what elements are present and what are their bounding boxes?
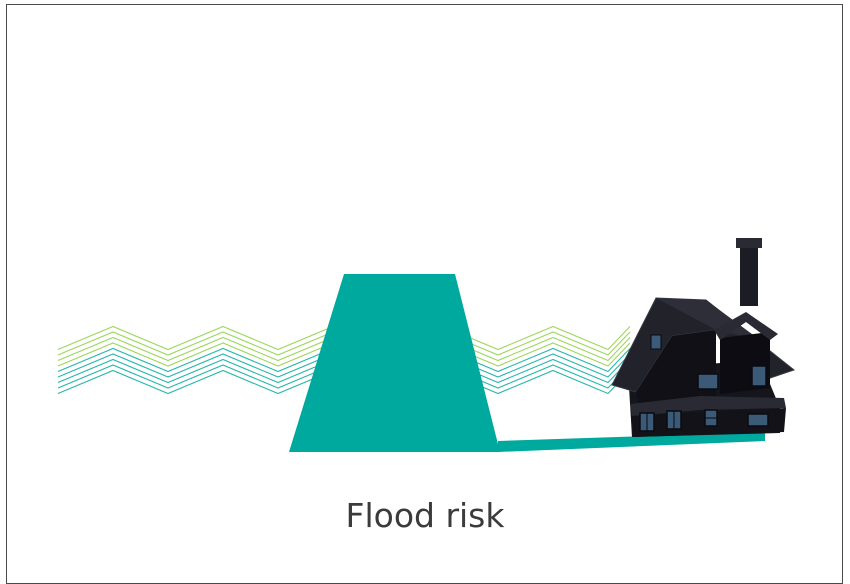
house-illustration [611,238,796,437]
flood-diagram [57,238,796,452]
caption-text: Flood risk [345,496,505,535]
levee-shape [289,274,500,452]
ground-strip [498,432,765,452]
